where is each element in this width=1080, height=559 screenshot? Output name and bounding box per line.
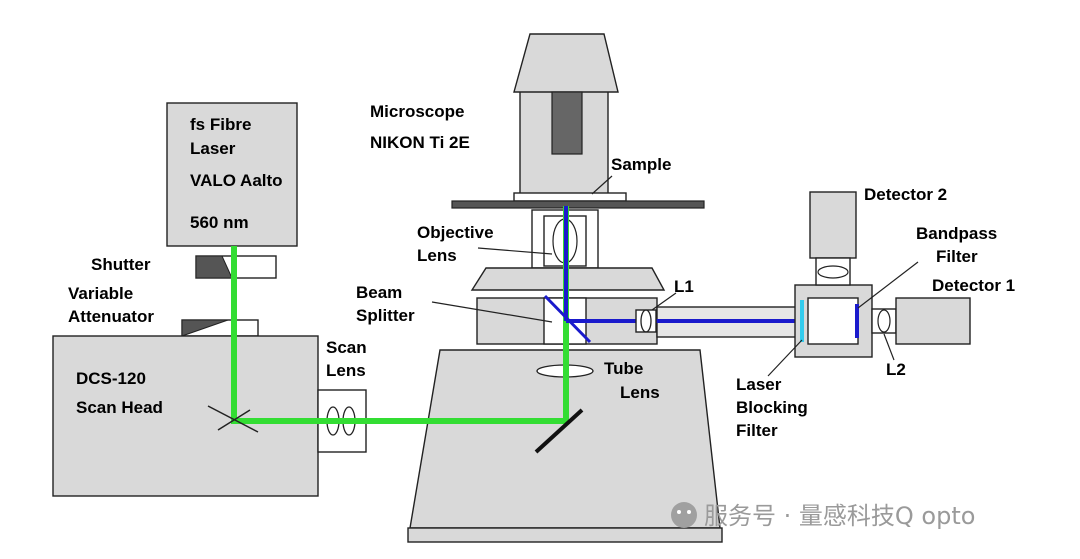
bandpass-leader <box>857 261 919 309</box>
detector-inner <box>807 297 859 345</box>
detector-2-box <box>809 191 857 259</box>
l1-lens <box>640 309 652 333</box>
scan-head-box <box>52 335 319 497</box>
label-l1: L1 <box>674 277 694 296</box>
label-blocking-3: Filter <box>736 421 778 440</box>
watermark: 服务号 · 量感科技Q opto <box>671 502 975 530</box>
eyepiece-head <box>513 33 619 93</box>
l2-housing <box>871 308 897 334</box>
detector-2-lens-housing <box>815 257 851 286</box>
label-sample: Sample <box>611 155 671 174</box>
attenuator-wedge <box>181 319 229 337</box>
label-detector-1: Detector 1 <box>932 276 1015 295</box>
label-objective-2: Lens <box>417 246 457 265</box>
scanner-mirror-1 <box>207 405 259 433</box>
label-objective-1: Objective <box>417 223 494 242</box>
label-microscope-2: NIKON Ti 2E <box>370 133 470 152</box>
sample-slide <box>513 192 627 202</box>
label-beamsplitter-2: Splitter <box>356 306 415 325</box>
main-mirror <box>534 408 584 454</box>
wechat-icon <box>671 502 697 528</box>
label-laser-wavelength: 560 nm <box>190 213 249 232</box>
label-laser-3: VALO Aalto <box>190 171 283 190</box>
label-laser-1: fs Fibre <box>190 115 251 134</box>
label-attenuator-2: Attenuator <box>68 307 154 326</box>
scanner-mirror-2 <box>217 409 251 431</box>
label-l2: L2 <box>886 360 906 379</box>
objective-leader <box>477 247 553 255</box>
label-detector-2: Detector 2 <box>864 185 947 204</box>
label-scanlens-2: Lens <box>326 361 366 380</box>
label-beamsplitter-1: Beam <box>356 283 402 302</box>
eyepiece-tube <box>551 91 583 155</box>
detector-2-lens <box>817 265 849 279</box>
microscope-stage <box>451 200 705 209</box>
laser-box <box>166 102 298 247</box>
microscope-foot <box>407 527 723 543</box>
label-scanlens-1: Scan <box>326 338 367 357</box>
label-blocking-1: Laser <box>736 375 782 394</box>
l2-lens <box>877 309 891 333</box>
label-bandpass-2: Filter <box>936 247 978 266</box>
watermark-text: 服务号 · 量感科技Q opto <box>704 502 975 530</box>
label-blocking-2: Blocking <box>736 398 808 417</box>
label-bandpass-1: Bandpass <box>916 224 997 243</box>
label-laser-2: Laser <box>190 139 236 158</box>
label-attenuator-1: Variable <box>68 284 133 303</box>
label-microscope-1: Microscope <box>370 102 464 121</box>
label-shutter: Shutter <box>91 255 151 274</box>
label-tubelens-2: Lens <box>620 383 660 402</box>
l1-housing <box>635 309 657 333</box>
beamsplitter-leader <box>431 301 553 323</box>
label-scanhead-2: Scan Head <box>76 398 163 417</box>
sample-leader <box>591 175 613 195</box>
l2-leader <box>883 333 895 361</box>
blocking-leader <box>767 339 803 377</box>
l1-leader <box>651 292 677 311</box>
detector-1-box <box>895 297 971 345</box>
label-tubelens-1: Tube <box>604 359 643 378</box>
label-scanhead-1: DCS-120 <box>76 369 146 388</box>
